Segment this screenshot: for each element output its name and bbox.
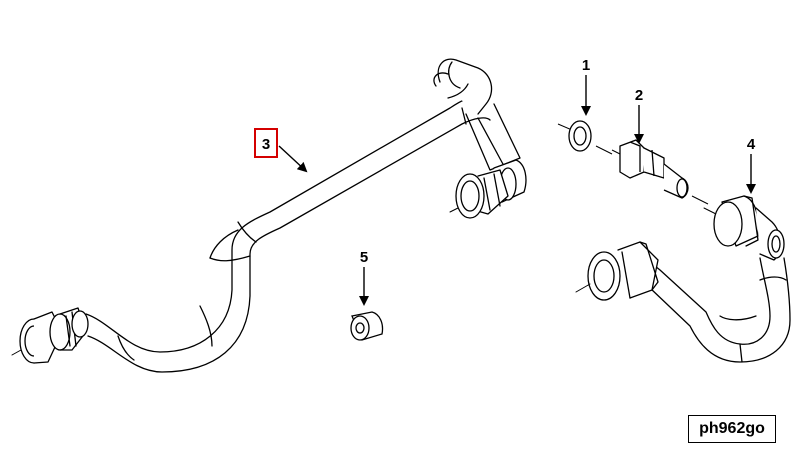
callout-4: 4 — [746, 136, 756, 194]
hose-right-fitting — [455, 159, 527, 219]
elbow-top-nut — [713, 195, 785, 261]
callout-1-label: 1 — [582, 57, 590, 74]
callout-4-label: 4 — [747, 136, 756, 153]
callout-3-highlight-box — [254, 128, 278, 158]
elbow-bottom-nut — [587, 241, 659, 301]
callout-1: 1 — [581, 57, 591, 116]
part-5-spacer — [350, 311, 384, 341]
part-3-hose — [11, 58, 527, 373]
figure-code-label: ph962go — [688, 415, 776, 443]
callout-5: 5 — [359, 249, 369, 306]
hose-left-fitting — [19, 307, 89, 364]
callout-2-label: 2 — [635, 87, 643, 104]
callout-3-label: 3 — [262, 136, 270, 153]
callout-3: 3 — [254, 128, 308, 173]
part-4-elbow-hose — [575, 195, 791, 363]
part-1-washer — [557, 120, 613, 155]
hose-top-elbow — [433, 58, 493, 125]
callout-3-arrow — [278, 145, 308, 173]
callout-2: 2 — [634, 87, 644, 144]
callout-5-label: 5 — [360, 249, 368, 266]
part-2-adapter — [611, 139, 709, 205]
